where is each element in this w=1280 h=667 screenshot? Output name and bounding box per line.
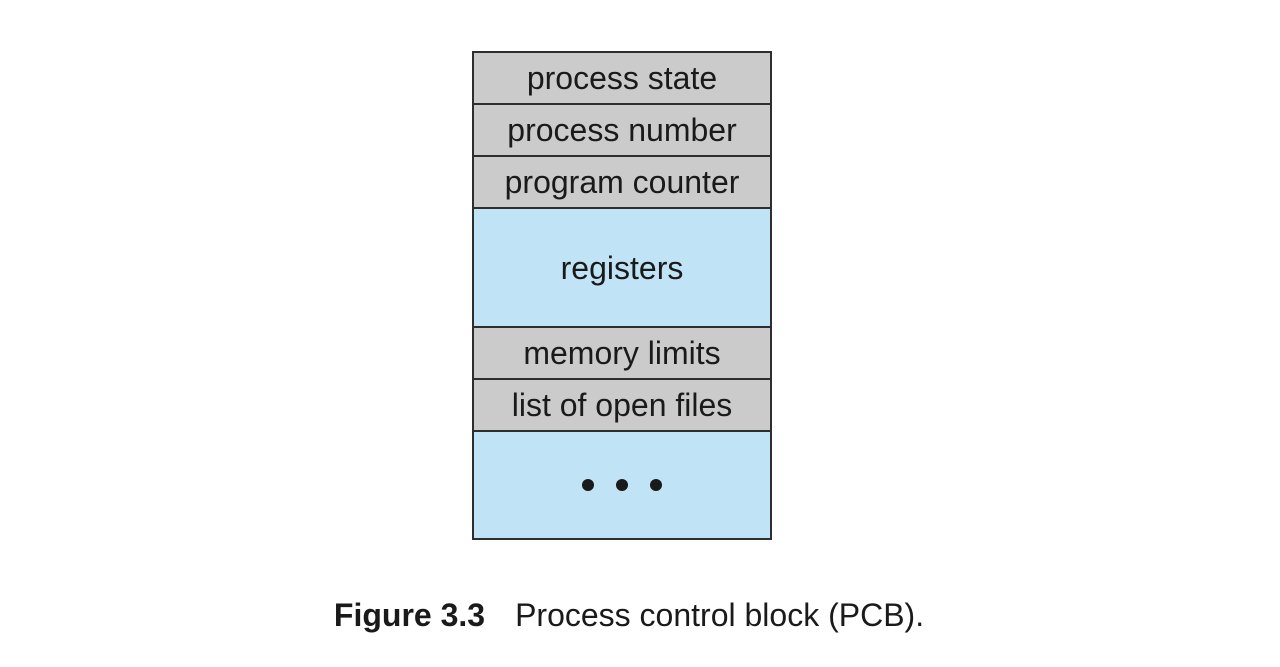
- figure-caption-number: Figure 3.3: [333, 597, 486, 633]
- pcb-row-list-of-open-files: list of open files: [474, 380, 770, 432]
- pcb-row-registers: registers: [474, 209, 770, 328]
- pcb-row-process-number: process number: [474, 105, 770, 157]
- pcb-row-label: process number: [507, 112, 737, 148]
- pcb-row-label: memory limits: [523, 335, 721, 371]
- pcb-diagram: process state process number program cou…: [472, 51, 772, 540]
- dot-icon: [650, 479, 662, 491]
- pcb-row-label: list of open files: [511, 387, 733, 423]
- figure-caption-text: Process control block (PCB).: [515, 597, 925, 633]
- pcb-row-program-counter: program counter: [474, 157, 770, 209]
- dot-icon: [582, 479, 594, 491]
- pcb-row-label: process state: [526, 60, 718, 96]
- three-dots-icon: [582, 479, 662, 491]
- pcb-row-label: program counter: [504, 164, 740, 200]
- figure-caption: Figure 3.3 Process control block (PCB).: [0, 596, 1280, 634]
- dot-icon: [616, 479, 628, 491]
- pcb-row-label: registers: [560, 249, 684, 286]
- pcb-row-memory-limits: memory limits: [474, 328, 770, 380]
- pcb-row-ellipsis: [474, 432, 770, 538]
- pcb-row-process-state: process state: [474, 53, 770, 105]
